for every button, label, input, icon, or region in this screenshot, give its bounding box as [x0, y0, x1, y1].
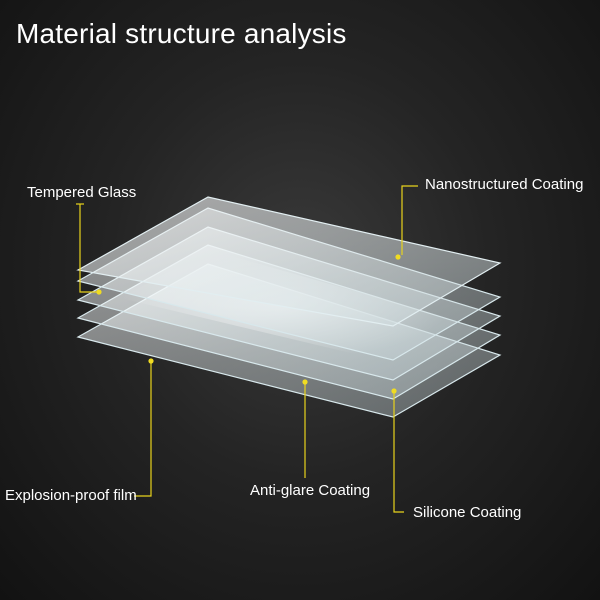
label-explosion-proof-film: Explosion-proof film [5, 487, 137, 504]
label-anti-glare-coating: Anti-glare Coating [250, 482, 371, 499]
label-silicone-coating: Silicone Coating [413, 504, 522, 521]
leader-silicone-coating [391, 388, 404, 513]
label-nanostructured-coating: Nanostructured Coating [425, 176, 584, 193]
leader-tempered-glass [76, 203, 102, 295]
leader-nanostructured-coating [395, 185, 418, 260]
label-tempered-glass: Tempered Glass [27, 184, 137, 201]
layer-nanostructured-coating [76, 196, 502, 327]
leader-anti-glare-coating [302, 379, 308, 478]
page-title: Material structure analysis [16, 18, 347, 49]
leader-explosion-proof-film [134, 358, 154, 497]
